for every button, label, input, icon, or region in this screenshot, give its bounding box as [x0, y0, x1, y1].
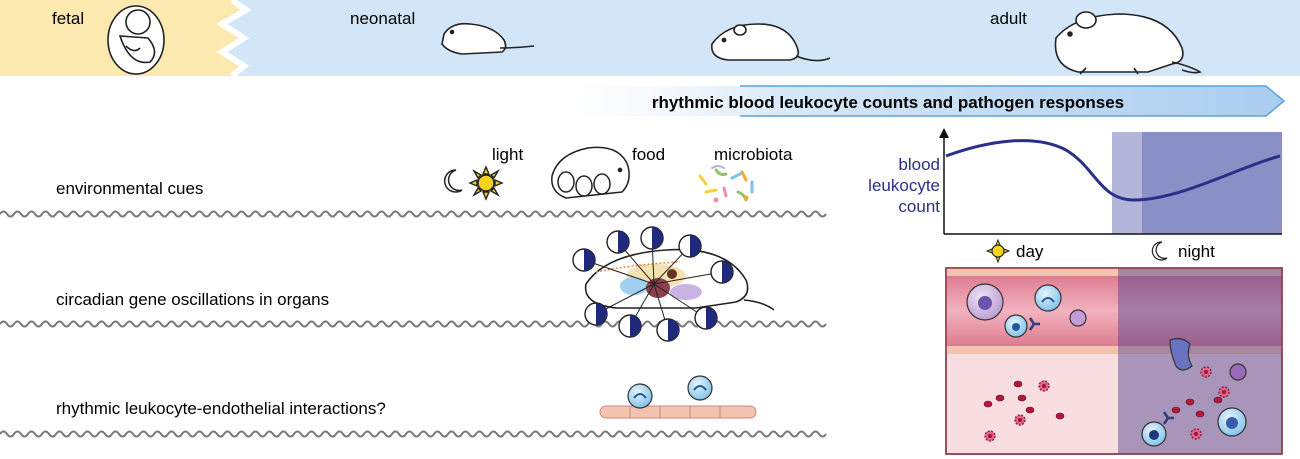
stage-label-neonatal: neonatal: [350, 9, 415, 28]
organ-mouse-icon: [584, 248, 775, 311]
cue-label-light: light: [492, 145, 523, 164]
leukocyte-cell-icon: [627, 383, 653, 409]
bacterium-icon: [1025, 406, 1035, 414]
clock-icon: [656, 318, 680, 342]
extravasating-leukocyte-icon: [1169, 338, 1193, 371]
label-night: night: [1178, 242, 1215, 261]
banner-arrow-outline: [740, 85, 1286, 117]
clock-icon: [584, 302, 608, 326]
cue-label-microbiota: microbiota: [714, 145, 793, 164]
vessel-lumen: [946, 268, 1282, 354]
dusk-gradient: [1112, 132, 1142, 234]
pathogen-icons: [983, 366, 1230, 442]
leukocyte-cell-icon: [687, 375, 713, 401]
cue-label-food: food: [632, 145, 665, 164]
clock-icon: [710, 260, 734, 284]
neonatal-mouse-icon: [441, 22, 535, 55]
clock-icon: [640, 226, 664, 250]
night-moon-icon: [1151, 241, 1168, 261]
plot-ylabel-line2: leukocyte: [868, 176, 940, 195]
night-shade-vessel: [1118, 268, 1282, 454]
fetus-icon: [107, 5, 165, 75]
plot-ylabel-line1: blood: [898, 155, 940, 174]
clock-icon: [606, 230, 630, 254]
pathogen-icon: [1038, 380, 1050, 392]
day-sun-icon: [985, 238, 1011, 264]
vessel-wall-top: [946, 268, 1282, 276]
rhythm-plot: [939, 128, 1282, 235]
vessel-panel: [945, 267, 1283, 455]
banner-arrow: [520, 86, 1284, 116]
sun-icon: [468, 165, 504, 201]
clock-connector: [583, 259, 655, 285]
antibody-icon: [1162, 411, 1174, 425]
plot-ylabel-line3: count: [898, 197, 940, 216]
pathogen-icon: [1218, 386, 1230, 398]
endothelium-icon: [599, 405, 757, 419]
stage-label-adult: adult: [990, 9, 1027, 28]
bacterium-icon: [1213, 396, 1223, 404]
label-day: day: [1016, 242, 1044, 261]
bacterium-icon: [1055, 412, 1065, 420]
row-label-interactions: rhythmic leukocyte-endothelial interacti…: [56, 399, 386, 418]
pathogen-icon: [1190, 428, 1202, 440]
clock-icon: [618, 314, 642, 338]
y-axis-arrow: [939, 128, 949, 138]
leukocyte-count-curve: [945, 139, 1281, 202]
bacterium-icon: [995, 394, 1005, 402]
adult-mouse-icon: [1054, 11, 1202, 75]
bacterium-icon: [1171, 406, 1181, 414]
fetal-zigzag-border: [216, 0, 252, 79]
bacterium-icon: [1195, 410, 1205, 418]
row-label-environmental-cues: environmental cues: [56, 179, 203, 198]
clock-icon: [678, 234, 702, 258]
wave-line-environmental: [0, 210, 827, 218]
moon-icon: [443, 169, 463, 193]
wave-line-circadian: [0, 320, 827, 328]
vessel-wall-bottom: [946, 346, 1282, 354]
banner-label: rhythmic blood leukocyte counts and path…: [652, 93, 1124, 112]
pathogen-icon: [984, 430, 996, 442]
pathogen-icon: [1200, 366, 1212, 378]
clock-icon: [572, 248, 596, 272]
nursing-mouse-icon: [551, 146, 630, 199]
bacterium-icon: [1017, 394, 1027, 402]
antibody-icon: [1028, 317, 1040, 331]
bacterium-icon: [1185, 398, 1195, 406]
microbiota-icon: [698, 165, 754, 203]
bacterium-icon: [983, 400, 993, 408]
bacterium-icon: [1013, 380, 1023, 388]
stage-label-fetal: fetal: [52, 9, 84, 28]
clock-icons: [572, 226, 734, 342]
row-label-circadian: circadian gene oscillations in organs: [56, 290, 329, 309]
night-shade-plot: [1112, 132, 1282, 234]
leukocyte-cell-icon: [1069, 309, 1087, 327]
clock-icon: [694, 306, 718, 330]
wave-line-interactions: [0, 430, 827, 438]
leukocyte-cell-icon: [1229, 363, 1247, 381]
pathogen-icon: [1014, 414, 1026, 426]
juvenile-mouse-icon: [711, 23, 831, 62]
